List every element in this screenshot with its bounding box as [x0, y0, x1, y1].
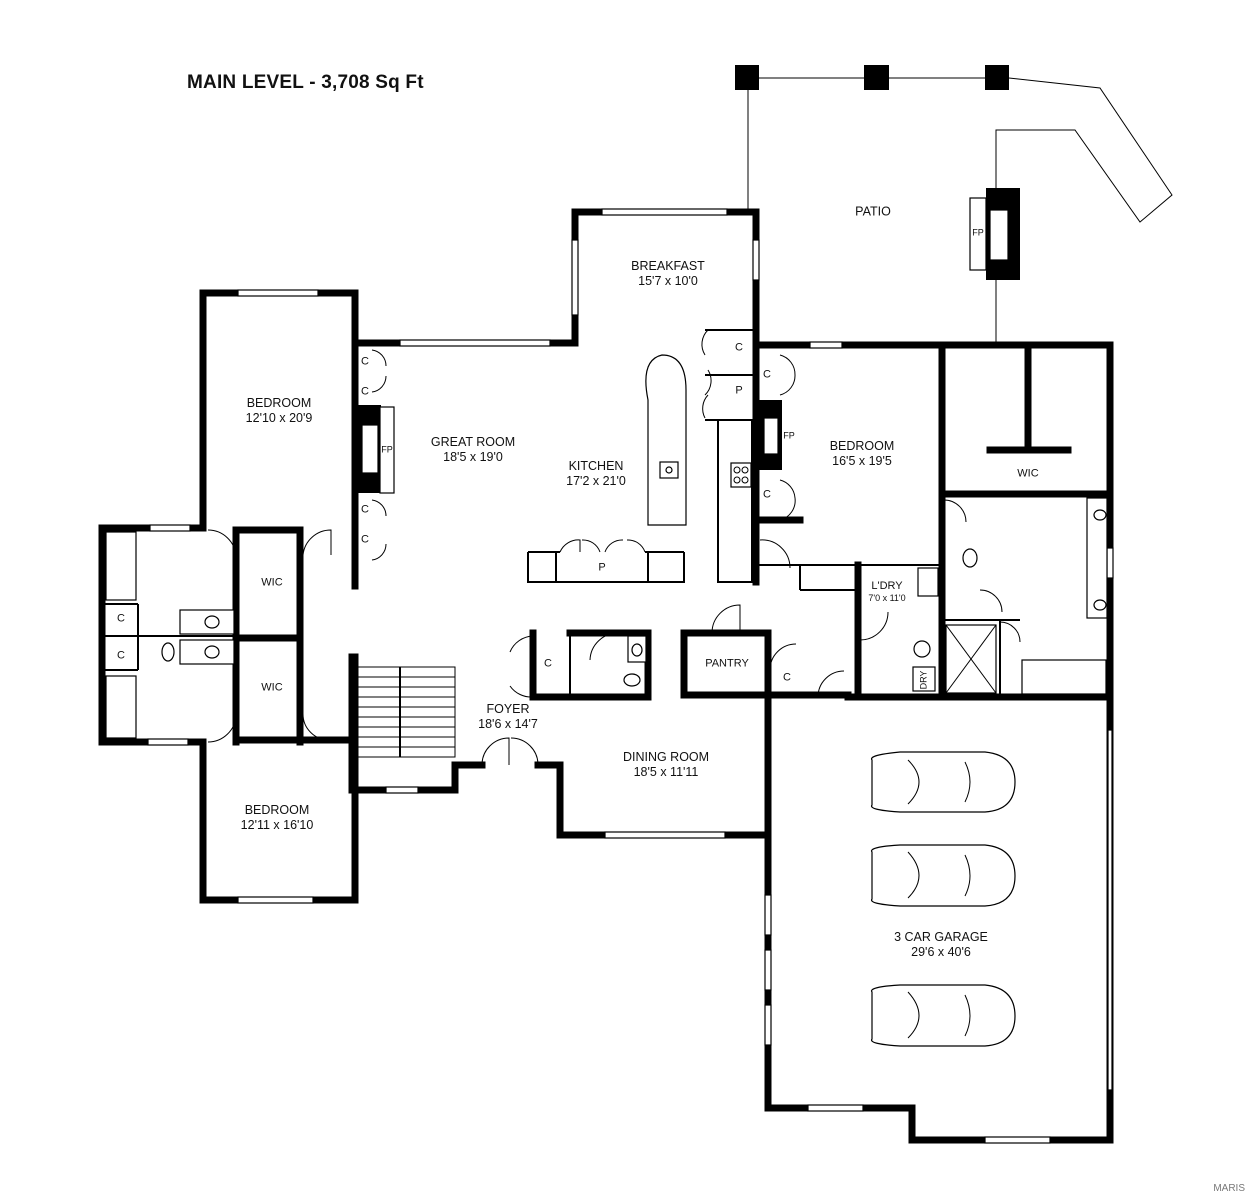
bath-fixtures	[105, 497, 1108, 739]
closet-label: C	[544, 657, 552, 670]
closet-label: C	[361, 385, 369, 398]
fireplace-label: FP	[381, 444, 393, 455]
car-3	[870, 984, 1016, 1047]
closet-label: C	[361, 503, 369, 516]
closet-label: C	[735, 341, 743, 354]
room-label-patio: PATIO	[855, 204, 891, 219]
windows	[147, 208, 1114, 1144]
watermark: MARIS	[1213, 1183, 1245, 1194]
pantry-closet-label: P	[598, 561, 606, 574]
wic-label: WIC	[261, 576, 283, 589]
closet-label: C	[763, 488, 771, 501]
closet-label: C	[361, 533, 369, 546]
fireplace-label: FP	[972, 227, 984, 238]
doors	[207, 329, 1021, 766]
closet-label: C	[117, 649, 125, 662]
plan-title: MAIN LEVEL - 3,708 Sq Ft	[187, 72, 424, 93]
car-2	[870, 844, 1016, 907]
fireplaces	[355, 400, 782, 494]
wic-label: WIC	[261, 681, 283, 694]
staircase	[354, 666, 456, 758]
closet-label: C	[763, 368, 771, 381]
pantry-closet-label: P	[735, 384, 743, 397]
dryer-label: DRY	[918, 670, 929, 690]
room-label-pantry: PANTRY	[705, 657, 749, 670]
closet-label: C	[361, 355, 369, 368]
kitchen-island	[645, 354, 752, 526]
patio-outline	[735, 65, 1173, 342]
garage-cars	[870, 751, 1016, 1047]
wic-label: WIC	[1017, 467, 1039, 480]
closet-label: C	[117, 612, 125, 625]
closet-label: C	[783, 671, 791, 684]
fireplace-label: FP	[783, 430, 795, 441]
car-1	[870, 751, 1016, 813]
